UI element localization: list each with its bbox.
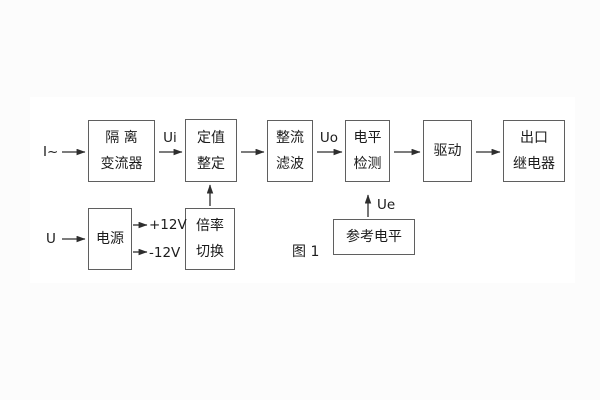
block-label: 整定 bbox=[197, 155, 225, 172]
block-label: 继电器 bbox=[513, 156, 555, 172]
figure-caption: 图 1 bbox=[292, 244, 320, 260]
block-output-relay: 出口 继电器 bbox=[503, 120, 565, 182]
block-isolation-transformer: 隔 离 变流器 bbox=[88, 120, 155, 182]
block-label: 驱动 bbox=[433, 143, 462, 159]
block-label: 参考电平 bbox=[346, 229, 402, 245]
signal-ui-label: Ui bbox=[163, 130, 177, 146]
block-ratio-switch: 倍率 切换 bbox=[185, 208, 235, 270]
block-label: 滤波 bbox=[276, 156, 304, 172]
block-label: 检测 bbox=[353, 156, 382, 172]
block-label: 出口 bbox=[520, 130, 548, 146]
input-voltage-label: U bbox=[46, 231, 56, 247]
signal-plus12v-label: +12V bbox=[149, 217, 187, 233]
block-driver: 驱动 bbox=[423, 120, 472, 182]
block-level-detection: 电平 检测 bbox=[345, 120, 390, 182]
block-label: 整流 bbox=[276, 130, 304, 146]
block-label: 定值 bbox=[197, 129, 225, 146]
block-label: 电源 bbox=[96, 231, 124, 247]
signal-minus12v-label: -12V bbox=[149, 245, 181, 261]
input-current-label: I~ bbox=[43, 144, 59, 160]
block-label: 切换 bbox=[196, 244, 224, 260]
block-reference-level: 参考电平 bbox=[333, 219, 415, 255]
block-label: 隔 离 bbox=[105, 130, 138, 146]
block-label: 电平 bbox=[353, 130, 382, 146]
block-power-supply: 电源 bbox=[88, 208, 132, 270]
signal-ue-label: Ue bbox=[377, 197, 396, 213]
block-setting-adjustment: 定值 整定 bbox=[185, 119, 237, 182]
block-label: 变流器 bbox=[100, 156, 143, 172]
block-label: 倍率 bbox=[196, 218, 224, 234]
block-rectifier-filter: 整流 滤波 bbox=[267, 120, 313, 182]
signal-uo-label: Uo bbox=[319, 130, 339, 146]
